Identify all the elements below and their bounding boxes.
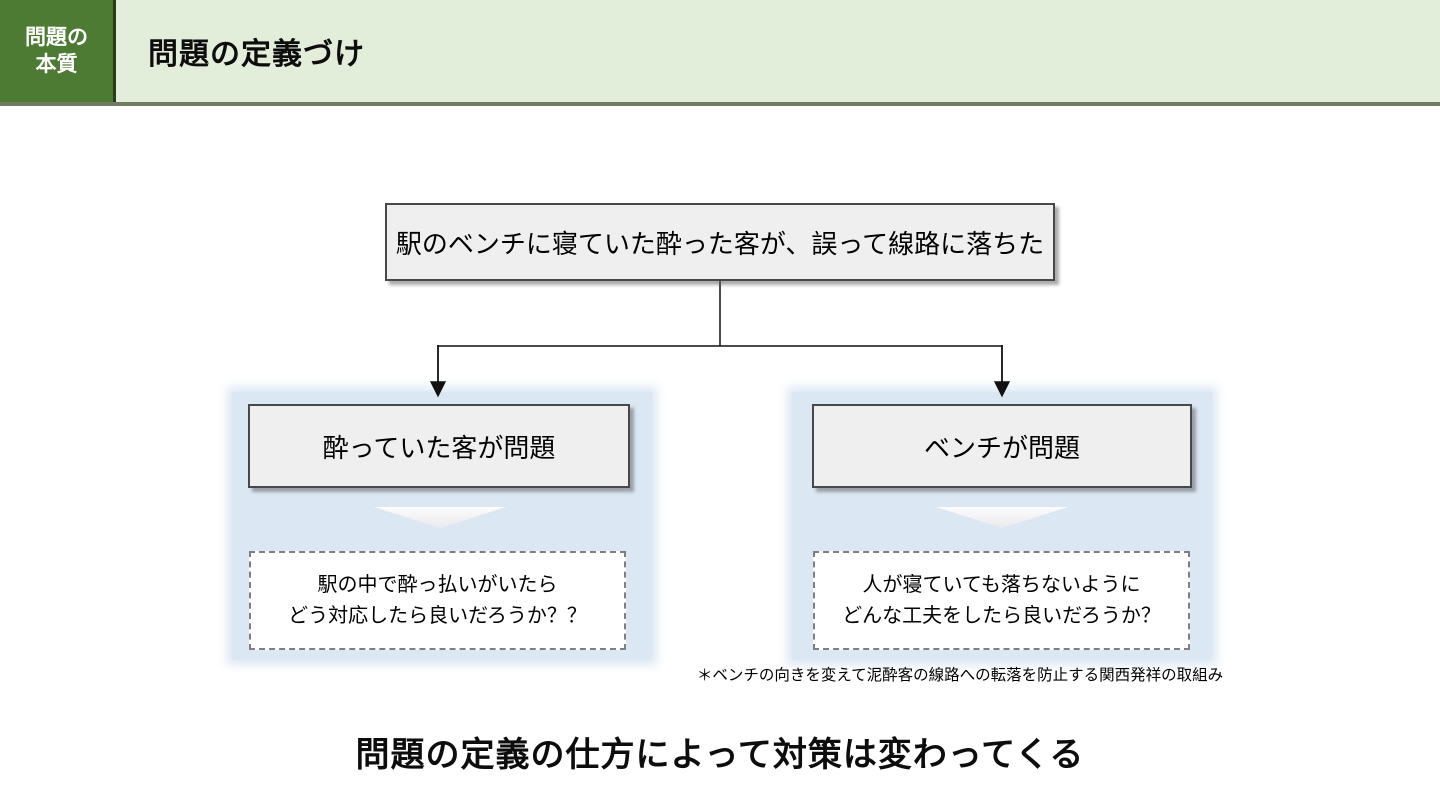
right-question-line2: どんな工夫をしたら良いだろうか？ (842, 604, 1161, 627)
footnote-text: ＊ベンチの向きを変えて泥酔客の線路への転落を防止する関西発祥の取組み (696, 667, 1224, 684)
section-tag-line1: 問題の (25, 26, 88, 49)
left-question-line2: どう対応したら良いだろうか？？ (288, 604, 587, 627)
header-divider (0, 102, 1440, 106)
left-question-box: 駅の中で酔っ払いがいたら どう対応したら良いだろうか？？ (249, 551, 626, 650)
section-tag: 問題の 本質 (0, 0, 116, 102)
section-tag-line2: 本質 (35, 53, 78, 76)
left-question-line1: 駅の中で酔っ払いがいたら (317, 573, 558, 596)
right-question-box: 人が寝ていても落ちないように どんな工夫をしたら良いだろうか？ (813, 551, 1190, 650)
header-bar: 問題の定義づけ (116, 0, 1440, 102)
page-title: 問題の定義づけ (148, 38, 365, 71)
left-cause-label: 酔っていた客が問題 (322, 432, 556, 463)
right-question-line1: 人が寝ていても落ちないように (862, 573, 1141, 596)
conclusion-text: 問題の定義の仕方によって対策は変わってくる (355, 736, 1085, 774)
root-problem-box: 駅のベンチに寝ていた酔った客が、誤って線路に落ちた (385, 203, 1055, 281)
right-cause-label: ベンチが問題 (923, 432, 1080, 463)
root-problem-label: 駅のベンチに寝ていた酔った客が、誤って線路に落ちた (395, 228, 1045, 259)
right-cause-box: ベンチが問題 (812, 404, 1192, 488)
left-cause-box: 酔っていた客が問題 (248, 404, 630, 488)
